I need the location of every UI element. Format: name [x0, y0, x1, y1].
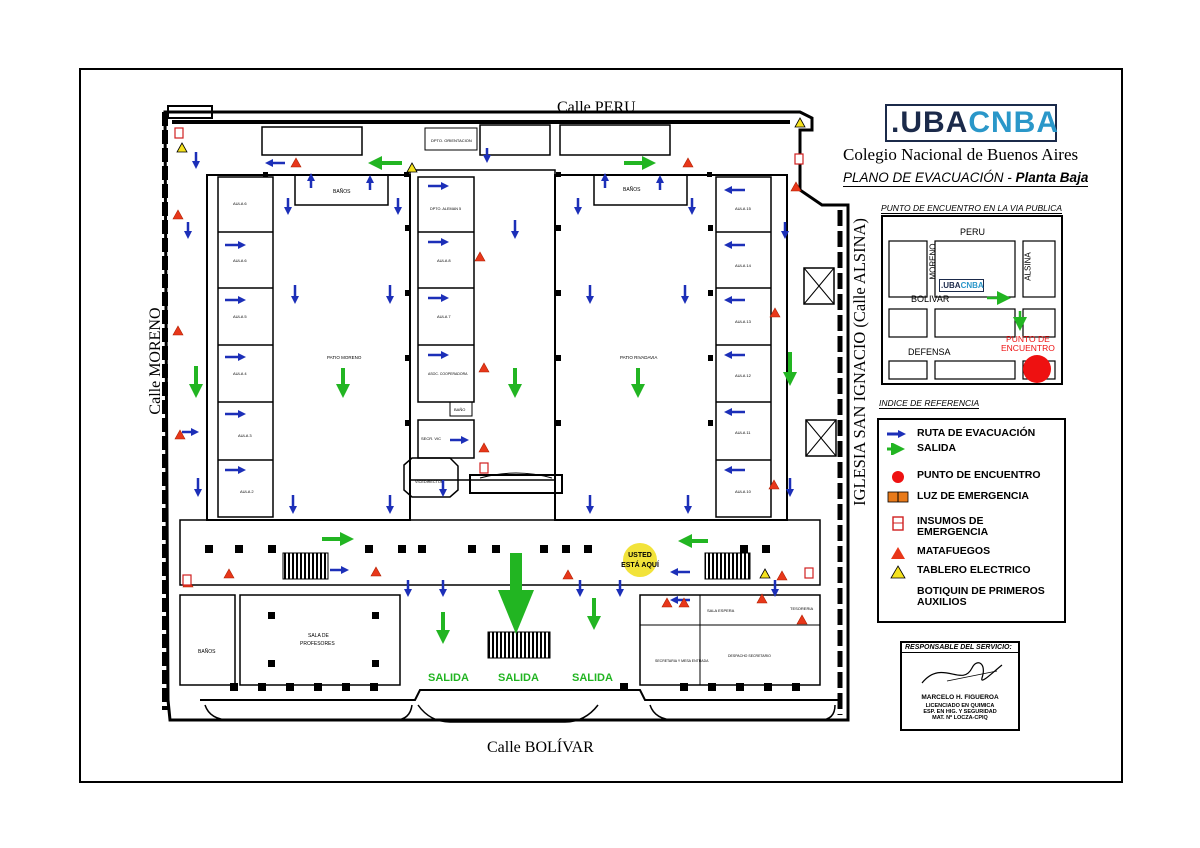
college-name: Colegio Nacional de Buenos Aires: [843, 145, 1079, 164]
svg-text:AULA 11: AULA 11: [735, 430, 751, 435]
svg-text:AULA 2: AULA 2: [240, 489, 254, 494]
svg-text:DESPACHO SECRETARIO: DESPACHO SECRETARIO: [728, 654, 771, 658]
legend-item: INSUMOS DE EMERGENCIA: [879, 516, 1057, 538]
you-are-here-label: USTED: [628, 552, 652, 559]
room-label-banos-left: BAÑOS: [333, 188, 351, 195]
plan-title: PLANO DE EVACUACIÓN - Planta Baja: [843, 170, 1089, 187]
legend-item: MATAFUEGOS: [879, 546, 1057, 562]
svg-text:ASOC. COOPERADORA: ASOC. COOPERADORA: [428, 372, 468, 376]
svg-text:PROFESORES: PROFESORES: [300, 641, 335, 647]
meeting-point-heading: PUNTO DE ENCUENTRO EN LA VIA PUBLICA: [881, 203, 1063, 214]
legend-item: BOTIQUIN DE PRIMEROS AUXILIOS: [917, 585, 1045, 608]
svg-text:BAÑO: BAÑO: [454, 407, 465, 412]
you-are-here-marker: [623, 543, 657, 577]
svg-text:AULA 3: AULA 3: [238, 433, 252, 438]
room-label-patio-moreno: PATIO MORENO: [327, 355, 362, 360]
legend-item: RUTA DE EVACUACIÓN: [887, 427, 1036, 439]
exit-route-arrows: [189, 156, 797, 644]
svg-text:AULA 12: AULA 12: [735, 373, 752, 378]
legend-heading: INDICE DE REFERENCIA: [879, 398, 980, 409]
svg-text:AULA 14: AULA 14: [735, 263, 752, 268]
room-label-patio-rivadavia: PATIO RIVADAVIA: [620, 355, 657, 360]
electric-panel-markers: [176, 117, 806, 579]
svg-text:AULA 6: AULA 6: [233, 201, 247, 206]
meeting-map-logo: .UBACNBA: [939, 279, 984, 292]
room-label-aula-left: AULA 6: [233, 258, 247, 263]
meeting-point-dot: [1023, 355, 1051, 383]
svg-text:AULA 7: AULA 7: [437, 314, 451, 319]
room-label-banos-bottom: BAÑOS: [198, 648, 216, 655]
evacuation-route-arrows: [182, 148, 794, 604]
svg-text:AULA 13: AULA 13: [735, 319, 752, 324]
responsible-box: RESPONSABLE DEL SERVICIO: MARCELO H. FIG…: [900, 641, 1020, 731]
room-label-center: DPTO. ALEMAN 5: [430, 207, 461, 211]
exit-label: SALIDA: [498, 672, 539, 684]
svg-text:AULA 8: AULA 8: [437, 258, 451, 263]
cnba-logo: .UBACNBA: [885, 104, 1058, 142]
svg-text:AULA 4: AULA 4: [233, 371, 247, 376]
svg-text:SECRETARIA Y MESA ENTRADA: SECRETARIA Y MESA ENTRADA: [655, 659, 709, 663]
svg-text:SALA ESPERA: SALA ESPERA: [707, 608, 735, 613]
room-label-dpto-orientacion: DPTO. ORIENTACION: [431, 138, 472, 143]
signature-icon: [921, 662, 1003, 684]
emergency-supply-markers: [174, 127, 814, 586]
exit-label: SALIDA: [428, 672, 469, 684]
legend: RUTA DE EVACUACIÓN SALIDA PUNTO DE ENCUE…: [877, 418, 1066, 623]
exit-label: SALIDA: [572, 672, 613, 684]
legend-item: TABLERO ELECTRICO: [879, 565, 1057, 581]
svg-text:ESTÁ AQUÍ: ESTÁ AQUÍ: [621, 560, 660, 569]
svg-text:SECR. VIC: SECR. VIC: [421, 436, 441, 441]
meeting-point-map: PERU MORENO ALSINA BOLIVAR DEFENSA .UBAC…: [881, 215, 1063, 385]
svg-text:VICEDIRECTOR: VICEDIRECTOR: [415, 480, 444, 484]
legend-item: SALIDA: [887, 442, 957, 455]
legend-item: LUZ DE EMERGENCIA: [879, 491, 1057, 507]
extinguisher-markers: [172, 157, 808, 625]
legend-item: PUNTO DE ENCUENTRO: [879, 470, 1057, 486]
svg-text:AULA 10: AULA 10: [735, 489, 752, 494]
street-label-bolivar: Calle BOLÍVAR: [487, 739, 594, 756]
room-label-aula-right: AULA 15: [735, 206, 752, 211]
svg-text:AULA 5: AULA 5: [233, 314, 247, 319]
room-label-sala-profesores: SALA DE: [308, 633, 330, 639]
room-label-banos-right: BAÑOS: [623, 186, 641, 193]
svg-text:TESORERIA: TESORERIA: [790, 606, 813, 611]
map-frame: [79, 68, 1123, 783]
